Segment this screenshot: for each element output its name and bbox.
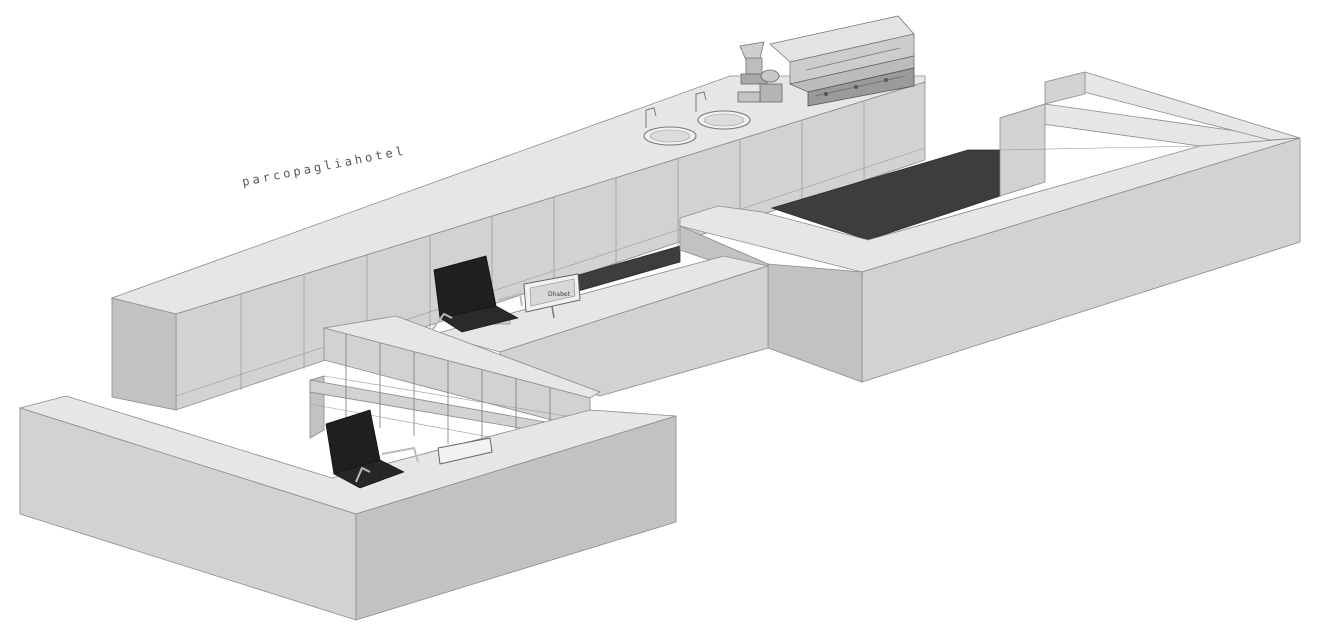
right-counter (679, 71, 1301, 383)
office-chair-icon-front (325, 409, 419, 489)
shelving-unit (309, 315, 601, 452)
hotel-logo-text: parcopagliahotel (241, 143, 407, 189)
faucet-icon (645, 91, 707, 128)
middle-desk: Dhabet (432, 255, 770, 397)
cabinet-doors (175, 102, 926, 397)
front-counter (18, 315, 677, 621)
coffee-grinder-icon (737, 41, 783, 103)
monitor-icon: Dhabet (523, 273, 581, 319)
monitor-brand-text: Dhabet (548, 291, 571, 298)
monitor-icon-front (437, 437, 493, 465)
office-chair-icon (431, 255, 523, 333)
espresso-machine-icon (769, 15, 915, 107)
